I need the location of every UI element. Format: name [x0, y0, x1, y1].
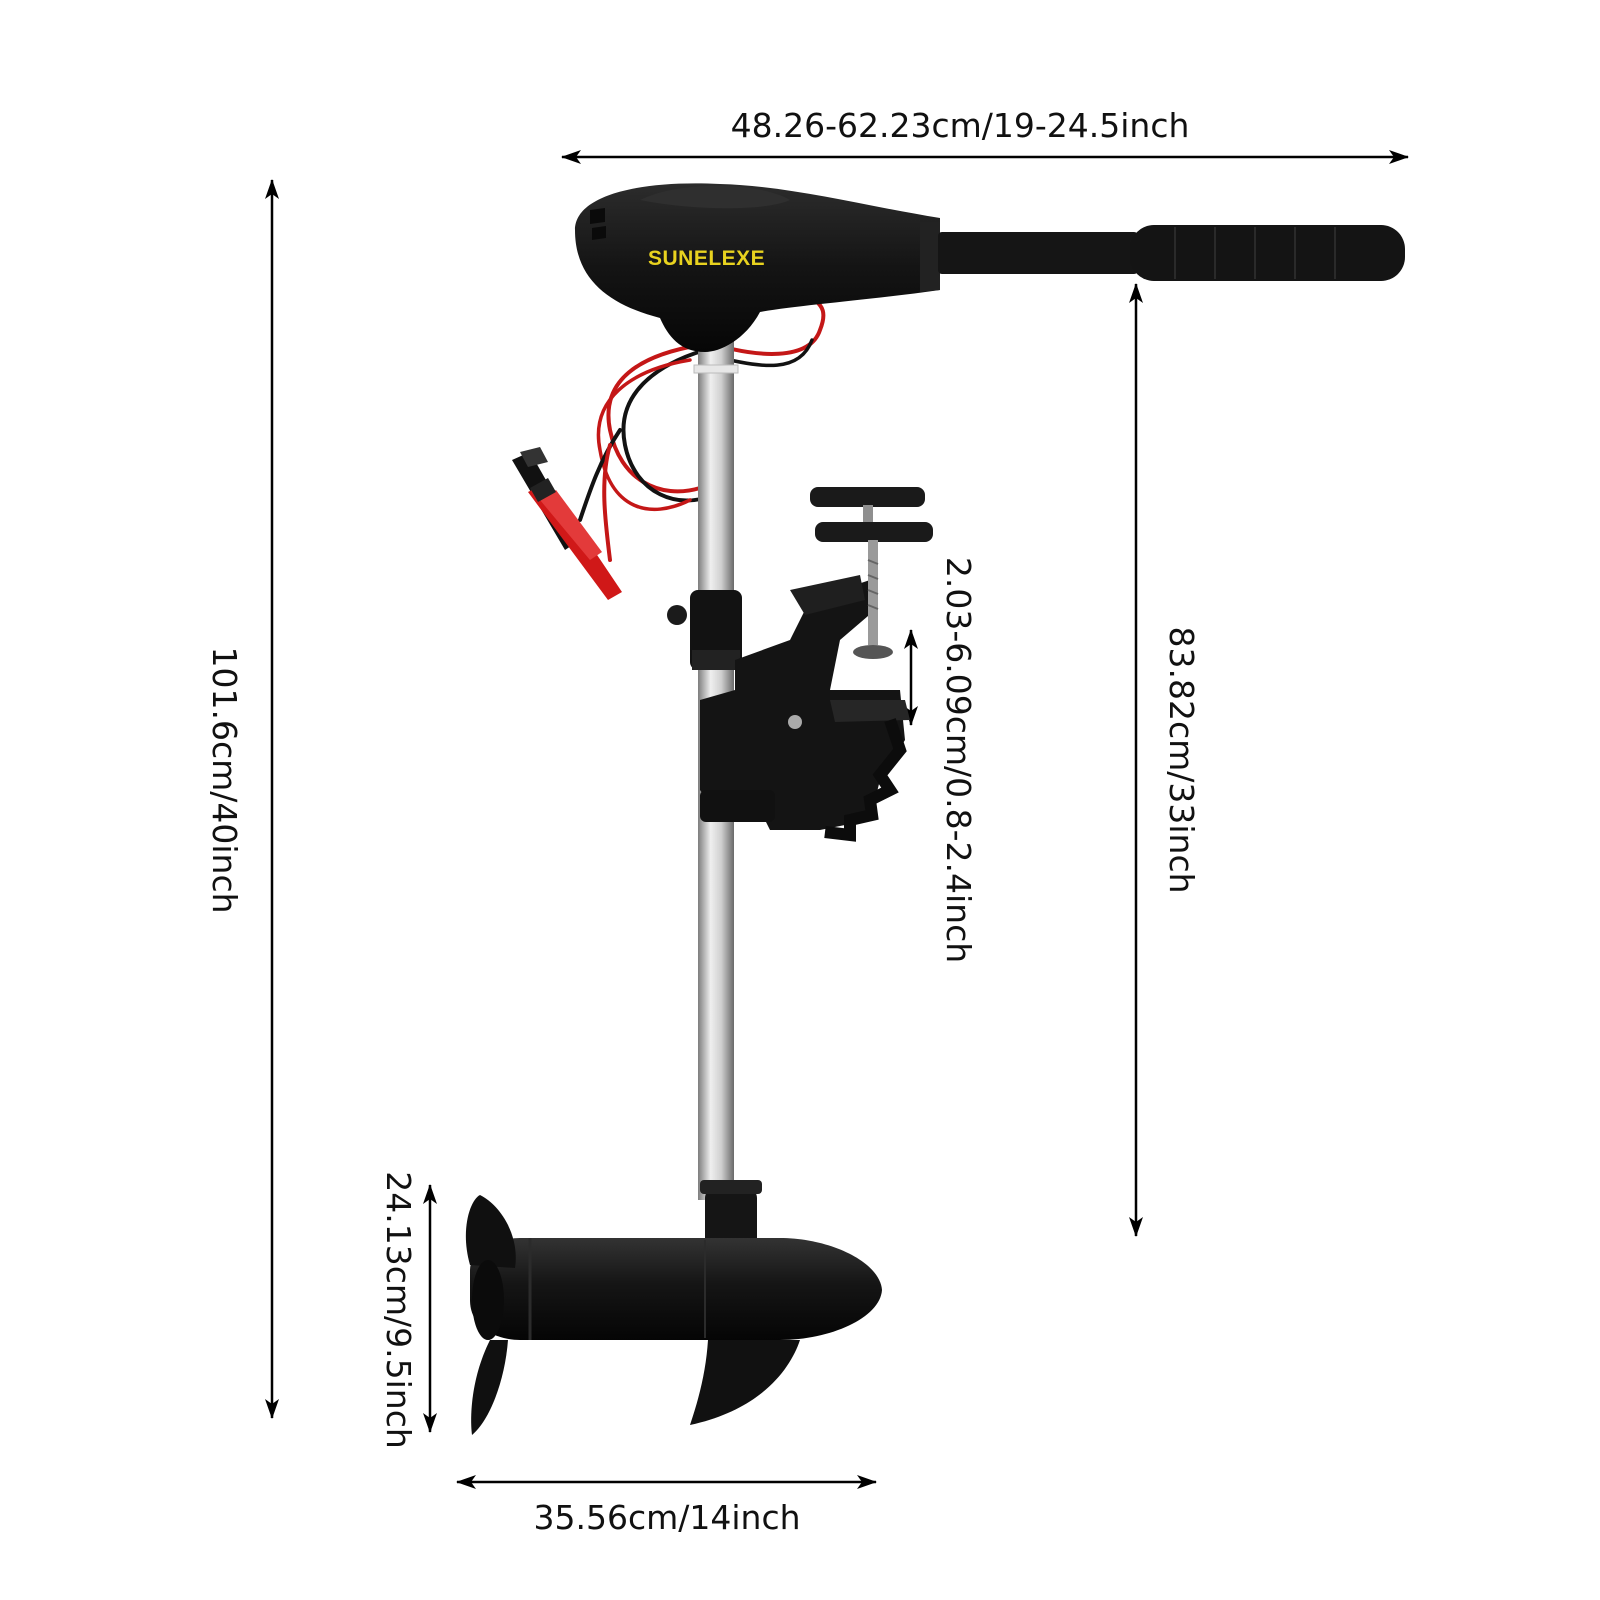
- skeg-fin: [690, 1340, 800, 1425]
- clamp-screw-upper: [810, 487, 925, 533]
- mounting-bracket: [667, 575, 910, 842]
- motor-head: [575, 183, 940, 352]
- shaft-height-label: 83.82cm/33inch: [1162, 626, 1201, 893]
- clamp-screw-lower: [815, 522, 933, 659]
- battery-clamp-red: [528, 478, 622, 600]
- top-width-label: 48.26-62.23cm/19-24.5inch: [731, 106, 1190, 145]
- tiller-arm: [938, 232, 1138, 274]
- motor-height-label: 24.13cm/9.5inch: [379, 1171, 418, 1449]
- motor-length-label: 35.56cm/14inch: [533, 1498, 800, 1537]
- tiller-handle-grip: [1130, 225, 1405, 281]
- overall-height-label: 101.6cm/40inch: [205, 646, 244, 913]
- propeller: [465, 1195, 516, 1435]
- shaft-band: [693, 364, 739, 374]
- clamp-range-label: 2.03-6.09cm/0.8-2.4inch: [939, 557, 978, 963]
- motor-housing: [470, 1238, 882, 1349]
- brand-logo: SUNELEXE: [648, 247, 765, 270]
